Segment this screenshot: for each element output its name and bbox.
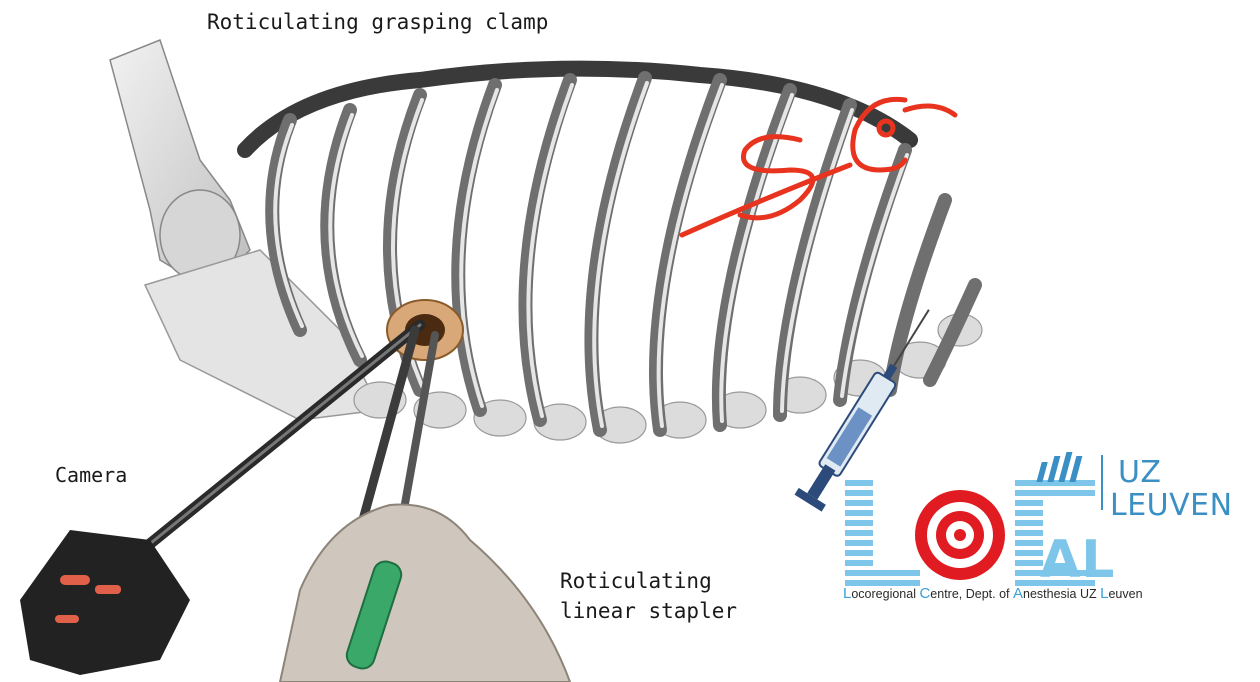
logo-tagline: Locoregional Centre, Dept. of Anesthesia… bbox=[843, 585, 1143, 602]
tagline-word: euven bbox=[1108, 587, 1142, 601]
tagline-word: entre, Dept. of bbox=[930, 587, 1013, 601]
logo-wordmark-tail: AL bbox=[1040, 530, 1115, 590]
label-stapler-line2: linear stapler bbox=[560, 596, 737, 626]
tagline-initial: A bbox=[1013, 585, 1023, 602]
label-linear-stapler: Roticulating linear stapler bbox=[560, 566, 737, 626]
label-stapler-line1: Roticulating bbox=[560, 566, 737, 596]
tagline-word: nesthesia UZ bbox=[1023, 587, 1100, 601]
label-grasping-clamp: Roticulating grasping clamp bbox=[207, 10, 548, 34]
logo-institution-line2: LEUVEN bbox=[1110, 488, 1233, 523]
tagline-word: ocoregional bbox=[851, 587, 919, 601]
gloved-hand bbox=[280, 504, 570, 682]
label-camera: Camera bbox=[55, 463, 127, 487]
logo-institution-line1: UZ bbox=[1118, 455, 1162, 490]
trocar-port bbox=[387, 300, 463, 360]
tagline-initial: C bbox=[919, 585, 930, 602]
humerus-bone bbox=[110, 40, 250, 290]
